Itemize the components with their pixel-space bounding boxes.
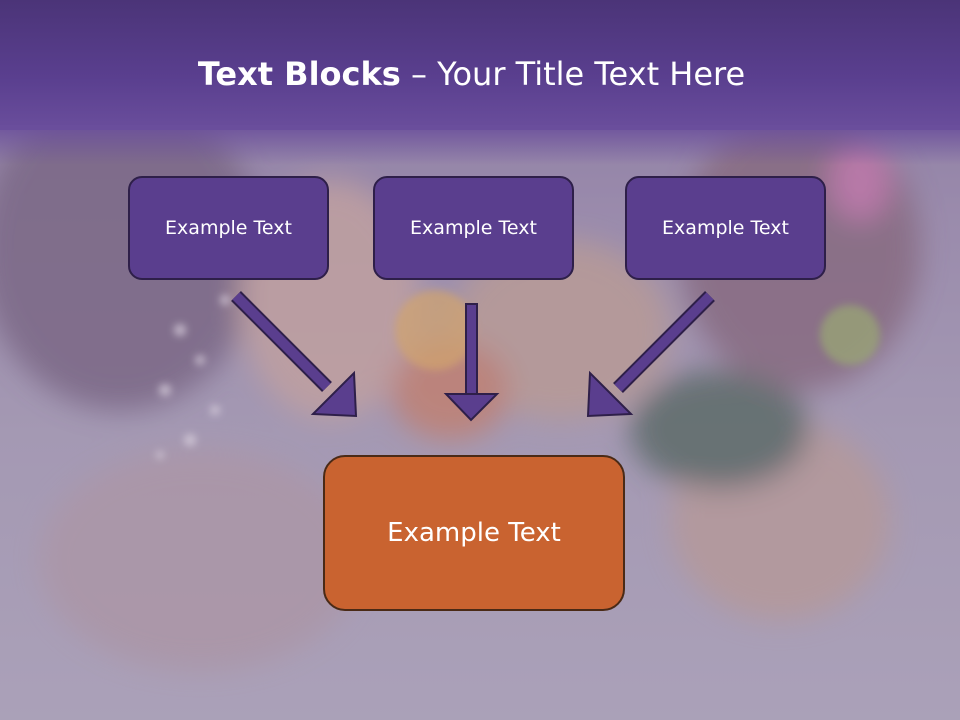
slide-title: Text Blocks – Your Title Text Here <box>0 52 943 96</box>
top-block-1[interactable]: Example Text <box>128 176 329 280</box>
title-bar-fade <box>0 125 960 165</box>
top-block-2[interactable]: Example Text <box>373 176 574 280</box>
result-block[interactable]: Example Text <box>323 455 625 611</box>
title-dash: – <box>410 55 427 93</box>
top-block-3[interactable]: Example Text <box>625 176 826 280</box>
top-block-3-label: Example Text <box>662 217 789 239</box>
top-block-1-label: Example Text <box>165 217 292 239</box>
title-regular-part: Your Title Text Here <box>437 55 746 93</box>
top-block-2-label: Example Text <box>410 217 537 239</box>
title-bold-part: Text Blocks <box>197 55 401 93</box>
arrow-left-icon <box>231 291 358 418</box>
arrow-right-icon <box>586 291 715 418</box>
title-bar <box>0 0 960 130</box>
result-block-label: Example Text <box>387 518 561 548</box>
arrow-center-icon <box>443 303 500 422</box>
